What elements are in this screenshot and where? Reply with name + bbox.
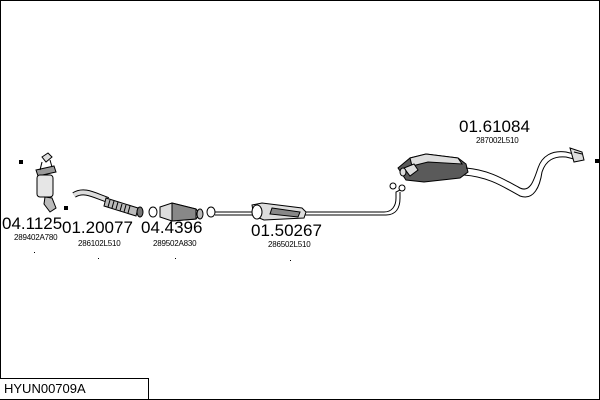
part-reference: 286102L510 <box>78 239 121 248</box>
part-number[interactable]: 01.50267 <box>251 221 322 240</box>
diagram-id: HYUN00709A <box>4 381 86 396</box>
part-reference: 287002L510 <box>476 136 519 145</box>
marker <box>64 206 68 210</box>
center-pipe <box>215 189 401 216</box>
part-number[interactable]: 04.4396 <box>141 218 203 237</box>
hanger-clamp <box>389 182 406 192</box>
diagram-id-box: HYUN00709A <box>0 378 149 399</box>
rear-muffler <box>397 153 469 183</box>
part-number[interactable]: 01.61084 <box>459 117 530 136</box>
part-reference: 286502L510 <box>268 240 311 249</box>
part-reference: 289402A780 <box>14 233 58 242</box>
marker <box>595 159 599 163</box>
part-reference: 289502A830 <box>153 239 197 248</box>
tail-pipe <box>463 147 585 198</box>
catalytic-converter <box>159 202 204 222</box>
front-pipe <box>72 189 144 218</box>
part-number[interactable]: 04.1125 <box>2 214 63 233</box>
gasket <box>206 206 216 218</box>
gasket <box>148 206 158 218</box>
center-muffler <box>251 202 307 221</box>
part-number[interactable]: 01.20077 <box>62 218 133 237</box>
marker <box>19 160 23 164</box>
front-catalytic-converter <box>35 152 57 213</box>
